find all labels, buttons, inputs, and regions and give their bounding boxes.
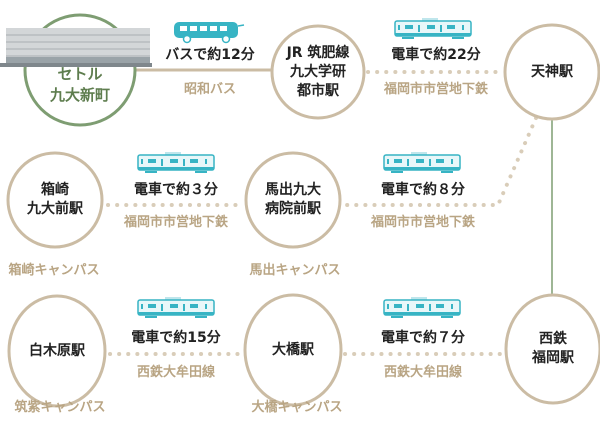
station-shirakibaru: 白木原駅 <box>29 342 85 359</box>
station-home-setoru: セトル 九大新町 <box>49 65 110 104</box>
train-icon <box>137 152 217 180</box>
train-icon <box>383 152 463 180</box>
apartment-building-image <box>0 28 152 67</box>
route-duration: 電車で約22分 <box>391 47 481 63</box>
train-icon <box>383 297 463 325</box>
campus-label-hakozaki: 箱崎キャンパス <box>8 263 100 278</box>
station-jr-kyudai-gakkentoshi: JR 筑肥線 九大学研 都市駅 <box>286 44 350 99</box>
route-duration: 電車で約７分 <box>381 330 465 346</box>
train-icon <box>394 18 474 46</box>
route-line-name: 福岡市市営地下鉄 <box>123 215 229 230</box>
route-duration: バスで約12分 <box>165 47 255 63</box>
station-maidashi: 馬出九大 病院前駅 <box>265 182 321 217</box>
campus-label-chikushi: 筑紫キャンパス <box>14 400 106 415</box>
route-line-name: 西鉄大牟田線 <box>136 365 216 380</box>
route-line-name: 福岡市市営地下鉄 <box>370 215 476 230</box>
route-duration: 電車で約15分 <box>131 330 221 346</box>
station-nishitetsu-fukuoka: 西鉄 福岡駅 <box>532 331 574 366</box>
route-duration: 電車で約３分 <box>134 182 218 198</box>
route-line-name: 西鉄大牟田線 <box>383 365 463 380</box>
station-hakozaki: 箱崎 九大前駅 <box>27 182 83 217</box>
route-line-name: 昭和バス <box>183 82 237 97</box>
campus-label-ohashi: 大橋キャンパス <box>251 400 343 415</box>
route-line-name: 福岡市市営地下鉄 <box>383 82 489 97</box>
station-tenjin: 天神駅 <box>531 63 573 80</box>
route-duration: 電車で約８分 <box>381 182 465 198</box>
campus-label-maidashi: 馬出キャンパス <box>249 263 341 278</box>
bus-icon <box>174 22 245 44</box>
train-icon <box>137 297 217 325</box>
station-ohashi: 大橋駅 <box>272 341 314 358</box>
